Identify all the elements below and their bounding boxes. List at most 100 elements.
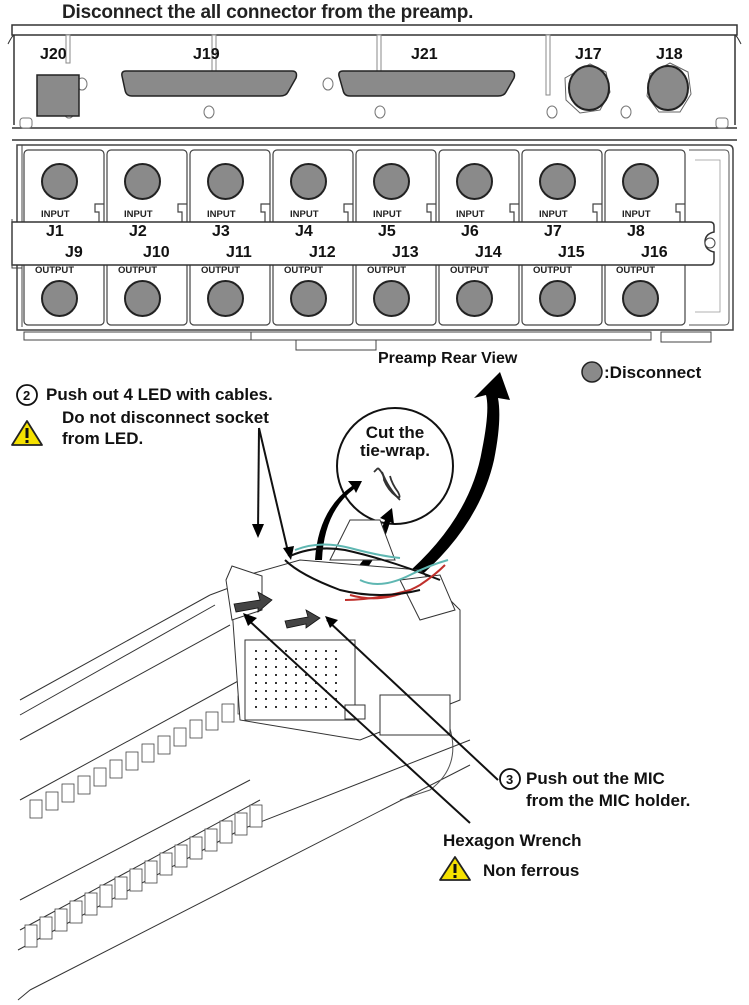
input-label: INPUT [207,209,236,220]
chain-link [54,908,68,932]
tool-name: Hexagon Wrench [443,831,582,850]
input-label: INPUT [539,209,568,220]
output-jack-label: J16 [641,244,668,261]
chain-link [174,844,188,868]
chain-link [45,791,59,811]
top-panel-frame [7,24,742,141]
input-jack-label: J5 [378,223,396,240]
warning-icon-wrench [439,856,471,881]
chain-link [204,828,218,852]
output-connector-j13 [373,280,410,317]
output-label: OUTPUT [450,265,490,276]
input-connector-j7 [539,163,576,200]
step-3-badge [499,768,521,790]
output-label: OUTPUT [118,265,158,276]
chain-link [189,836,203,860]
output-connector-j9 [41,280,78,317]
warning-icon-led [11,420,43,446]
chain-link [93,767,107,787]
input-connector-j3 [207,163,244,200]
output-connector-j16 [622,280,659,317]
label-j19: J19 [193,46,220,63]
input-jack-label: J3 [212,223,230,240]
chain-link [125,751,139,771]
chain-link [61,783,75,803]
step-2-number: 2 [23,388,31,403]
chain-link [205,711,219,731]
cut-line1: Cut the [365,423,425,442]
input-jack-label: J8 [627,223,645,240]
legend-disconnect-symbol [581,361,603,383]
input-label: INPUT [41,209,70,220]
input-connector-j4 [290,163,327,200]
chain-link [219,820,233,844]
chain-link [39,916,53,940]
chain-link [234,812,248,836]
input-label: INPUT [124,209,153,220]
input-connector-j5 [373,163,410,200]
chain-link [99,884,113,908]
tool-warning: Non ferrous [483,861,580,880]
curved-arrow-to-preamp [402,372,510,585]
input-jack-label: J7 [544,223,562,240]
connector-j21 [338,70,516,97]
input-connector-j6 [456,163,493,200]
chain-link [29,799,43,819]
output-connector-j15 [539,280,576,317]
label-j18: J18 [656,46,683,63]
cable-chain [24,695,263,948]
output-label: OUTPUT [35,265,75,276]
chain-link [249,804,263,828]
chain-link [159,852,173,876]
step-3-number: 3 [506,772,514,787]
chain-link [69,900,83,924]
output-jack-label: J13 [392,244,419,261]
push-arrow-mic [284,609,321,629]
chain-link [84,892,98,916]
connector-j20 [36,74,80,117]
step-2-badge [16,384,38,406]
chain-link [189,719,203,739]
chain-link [129,868,143,892]
chain-link [157,735,171,755]
step-3-line1: Push out the MIC [526,769,665,788]
input-connector-j2 [124,163,161,200]
label-j20: J20 [40,46,67,63]
input-connector-j1 [41,163,78,200]
step-2-text: Push out 4 LED with cables. [46,385,273,404]
output-jack-label: J9 [65,244,83,261]
step-3-line2: from the MIC holder. [526,791,691,810]
connector-j18 [647,65,689,111]
legend-text: :Disconnect [604,363,702,382]
step-2-warning-line1: Do not disconnect socket [62,408,269,427]
chain-link [141,743,155,763]
output-connector-j12 [290,280,327,317]
output-label: OUTPUT [616,265,656,276]
output-label: OUTPUT [201,265,241,276]
input-connector-j8 [622,163,659,200]
chain-link [173,727,187,747]
input-label: INPUT [290,209,319,220]
output-label: OUTPUT [533,265,573,276]
chain-link [77,775,91,795]
output-connector-j11 [207,280,244,317]
tie-wrap-callout [336,407,454,525]
mic-pointer-line [326,619,499,781]
connector-j17 [568,65,610,111]
label-j21: J21 [411,46,438,63]
instruction-title: Disconnect the all connector from the pr… [62,2,474,23]
chain-link [109,759,123,779]
input-jack-label: J6 [461,223,479,240]
input-label: INPUT [456,209,485,220]
chain-link [144,860,158,884]
chain-link [221,703,235,723]
output-label: OUTPUT [284,265,324,276]
output-connector-j14 [456,280,493,317]
input-label: INPUT [622,209,651,220]
push-arrow-led [233,591,273,613]
output-jack-label: J14 [475,244,502,261]
cut-line2: tie-wrap. [360,441,430,460]
input-label: INPUT [373,209,402,220]
output-connector-j10 [124,280,161,317]
